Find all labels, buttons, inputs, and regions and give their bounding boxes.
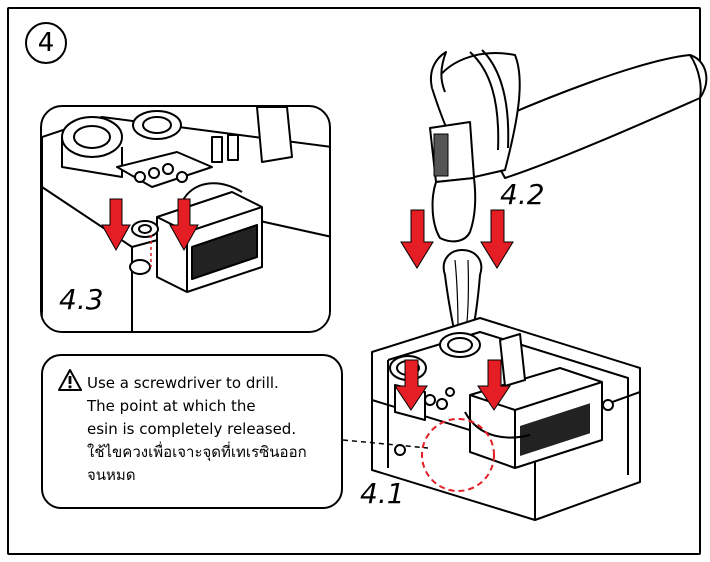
note-line: ใช้ไขควงเพื่อเจาะจุดที่เทเรซินออก [87,443,307,461]
note-line: The point at which the [87,397,256,415]
main-step-label: 4.1 [360,477,405,510]
warning-triangle-icon [58,369,82,391]
hammer-step-label: 4.2 [500,178,545,211]
warning-note-text: Use a screwdriver to drill. The point at… [87,372,347,487]
detail-inset [40,105,331,333]
note-line: จนหมด [87,466,136,484]
step-number: 4 [37,28,55,58]
hammer-illustration [429,49,708,243]
housing-box [371,317,641,521]
step-number-badge: 4 [25,22,67,64]
warning-note-box [41,354,343,509]
drill-point-circle [421,418,495,492]
note-line: esin is completely released. [87,420,297,438]
note-line: Use a screwdriver to drill. [87,374,279,392]
inset-step-label: 4.3 [59,283,104,316]
inset-illustration [42,107,329,331]
red-arrows [394,209,514,411]
